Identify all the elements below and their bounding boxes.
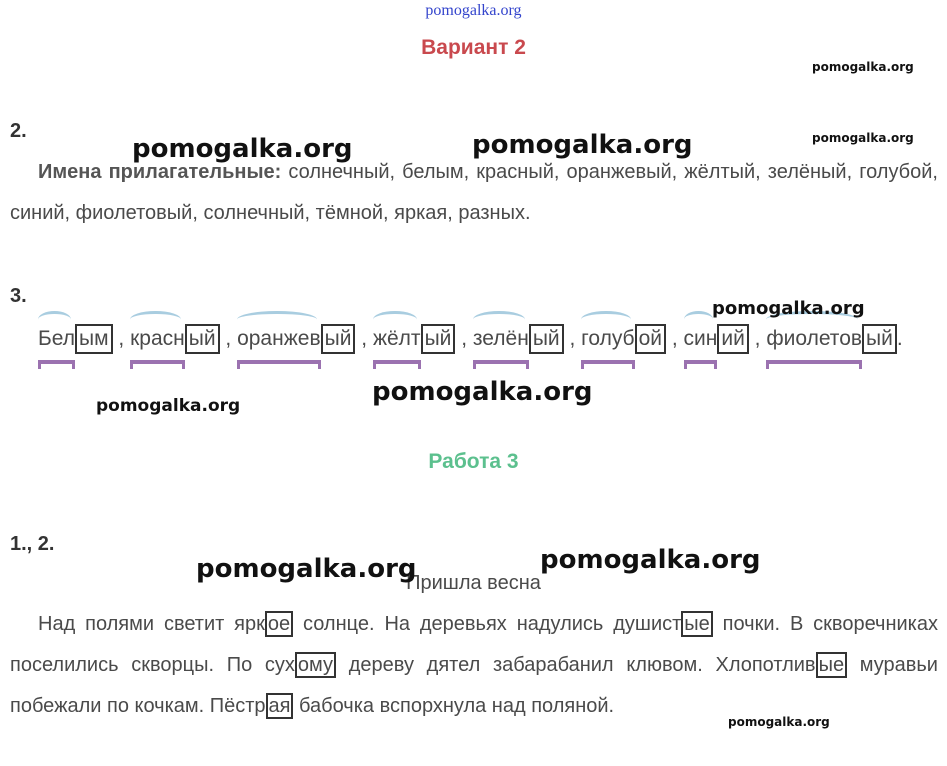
task-3-number: 3. [10,285,27,307]
task-2-number: 2. [10,120,27,142]
word-stem: голуб [581,311,636,369]
word-ending: ый [184,324,220,354]
word-ending: ый [862,324,897,354]
watermark: pomogalka.org [712,298,865,319]
task-2-label: Имена прилагательные: [38,161,282,183]
watermark: pomogalka.org [132,134,353,164]
separator: , [563,327,582,350]
separator: , [748,327,767,350]
word-ending: ый [528,324,564,354]
text-segment: дереву дятел забарабанил клювом. Хлопотл… [336,654,816,676]
boxed-ending: ому [294,652,337,678]
watermark: pomogalka.org [540,545,761,575]
word-ending: ый [420,324,456,354]
watermark: pomogalka.org [96,396,241,416]
word-ending: ым [75,324,113,354]
text-segment: муравьи побежали по кочкам. Пёстр [10,654,938,717]
root-arc [372,311,417,328]
separator: , [112,327,131,350]
root-arc [472,311,525,328]
watermark-top: pomogalka.org [425,2,522,19]
root-arc [130,311,181,328]
watermark: pomogalka.org [812,60,914,74]
task-12-number: 1., 2. [10,533,55,555]
boxed-ending: ые [681,611,713,637]
separator: , [666,327,684,350]
separator: , [355,327,373,350]
separator: , [219,327,238,350]
root-arc [38,311,72,328]
boxed-ending: ая [265,693,294,719]
task-2-list: солнечный, белым, красный, оранжевый, жё… [10,161,938,224]
text-segment: бабочка вспорхнула над поляной. [293,695,615,717]
root-arc [683,311,714,328]
root-arc [237,311,317,328]
word-ending: ий [717,324,749,354]
word-stem: фиолетов [766,311,863,369]
work-title: Работа 3 [428,450,519,473]
separator: , [455,327,473,350]
text-segment: солнце. На деревьях надулись душист [293,613,682,635]
text-segment: Над полями светит ярк [38,613,265,635]
word-stem: красн [130,311,185,369]
word-stem: Бел [38,311,76,369]
root-arc [766,311,859,328]
word-stem: син [683,311,718,369]
watermark: pomogalka.org [196,554,417,584]
watermark: pomogalka.org [472,130,693,160]
word-stem: жёлт [372,311,421,369]
word-ending: ой [634,324,667,354]
boxed-ending: ые [815,652,848,678]
text-segment: почки. В скворечниках поселились скворцы… [10,613,938,676]
story-title: Пришла весна [406,572,541,594]
word-stem: зелён [472,311,529,369]
watermark: pomogalka.org [812,131,914,145]
watermark: pomogalka.org [372,377,593,407]
watermark: pomogalka.org [728,715,830,729]
task-2-text: Имена прилагательные: солнечный, белым, … [10,152,938,234]
word-ending: ый [320,324,356,354]
word-stem: оранжев [237,311,321,369]
variant-title: Вариант 2 [421,36,526,59]
separator: . [896,327,903,350]
boxed-ending: ое [264,611,294,637]
root-arc [581,311,631,328]
